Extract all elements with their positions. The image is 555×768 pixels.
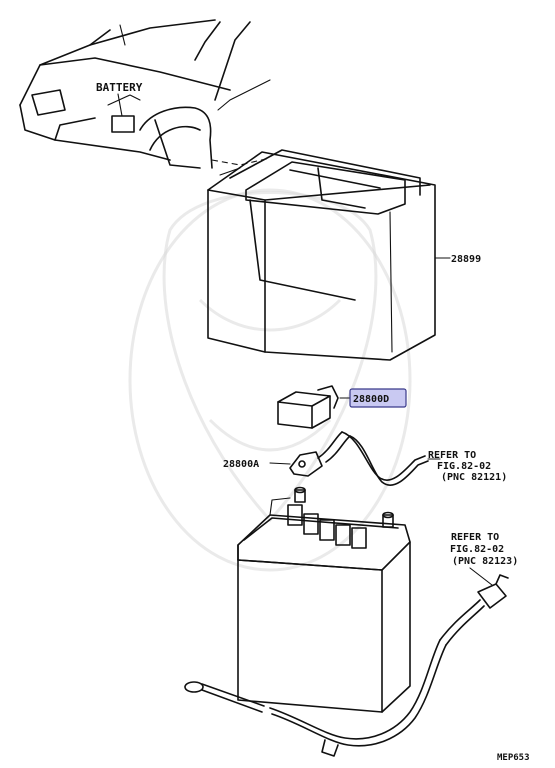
terminal-clamp [289,431,351,477]
watermark [128,188,412,572]
svg-text:REFER TO: REFER TO [428,450,476,461]
clamp-part-number: 28800A [223,459,259,470]
terminal-cover [277,385,339,429]
battery [237,486,411,713]
svg-text:FIG.82-02: FIG.82-02 [437,461,491,472]
ground-cable [184,574,509,757]
tray-part-number: 28899 [451,254,481,265]
car-illustration [19,19,271,169]
battery-leader [117,93,123,117]
clamp-leader [269,462,291,465]
positive-cable [341,431,429,486]
svg-text:(PNC 82123): (PNC 82123) [452,556,518,567]
refer2-leader [469,567,493,586]
refer1-note: REFER TO FIG.82-02 (PNC 82121) [428,450,507,483]
diagram-code: MEP653 [497,753,530,763]
cover-part-number[interactable]: 28800D [353,394,389,405]
svg-text:FIG.82-02: FIG.82-02 [450,544,504,555]
cover-part-highlight[interactable] [349,388,407,408]
refer2-note: REFER TO FIG.82-02 (PNC 82123) [450,532,518,567]
svg-text:REFER TO: REFER TO [451,532,499,543]
battery-callout: BATTERY [96,81,143,94]
battery-tray [207,149,436,361]
svg-text:(PNC 82121): (PNC 82121) [441,472,507,483]
